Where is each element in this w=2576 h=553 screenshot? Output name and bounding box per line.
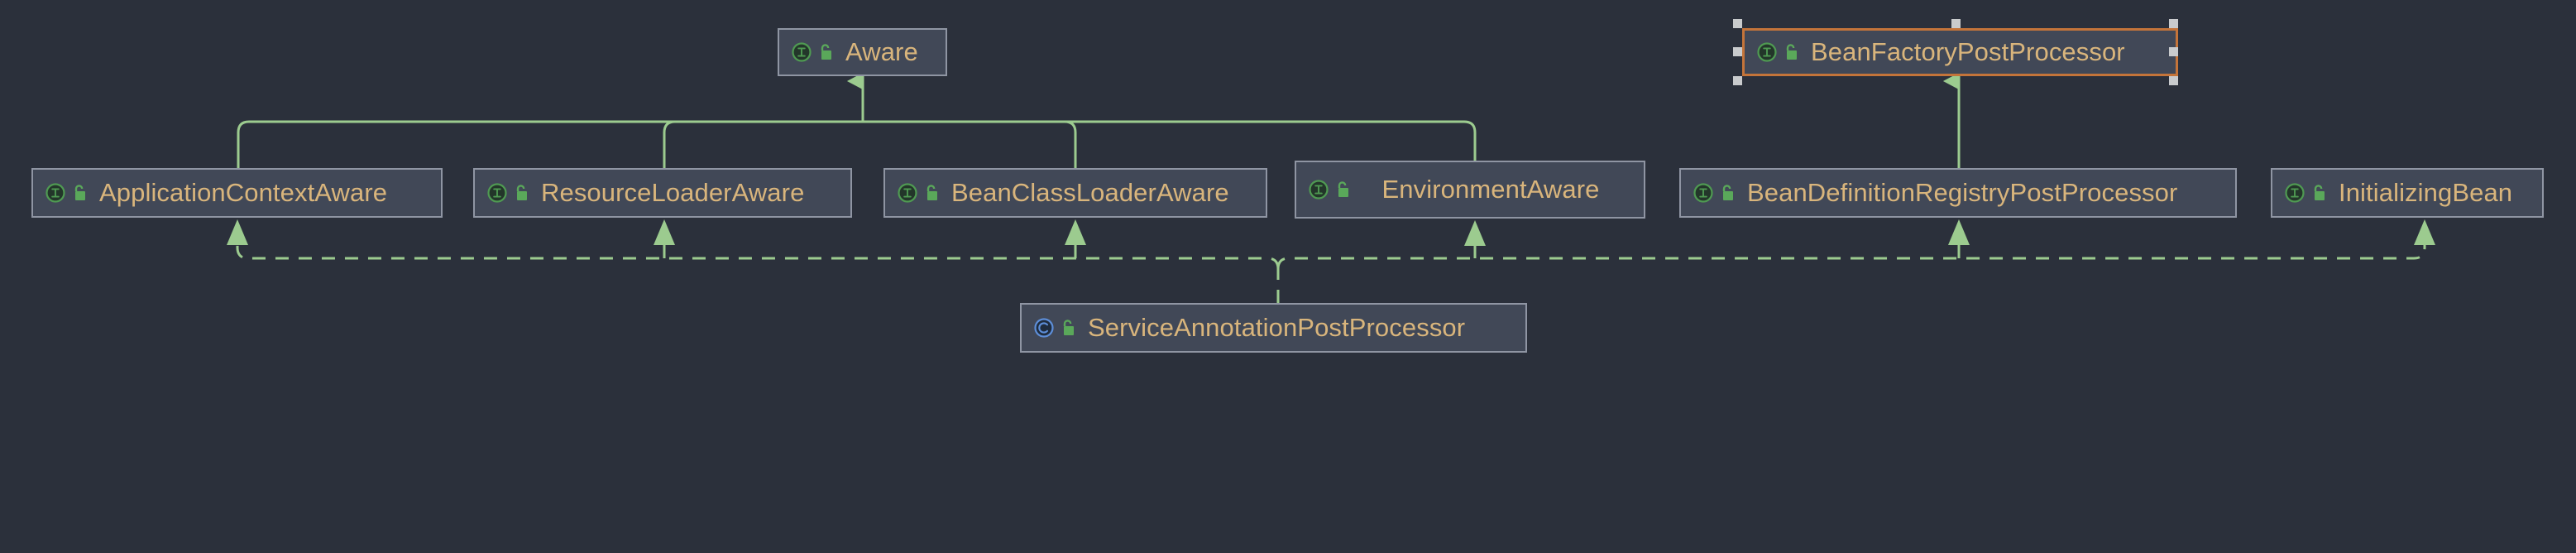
unlocked-padlock-icon [516, 185, 527, 200]
unlocked-padlock-icon [926, 185, 937, 200]
selection-handle[interactable] [2169, 76, 2178, 85]
edge-sapp-bus-right [1276, 230, 2426, 270]
unlocked-padlock-icon [1722, 185, 1733, 200]
node-icon-group [33, 182, 88, 204]
edge-sapp-bus-left [236, 230, 1280, 270]
uml-node-beanDefinitionRegistryPostProcessor[interactable]: BeanDefinitionRegistryPostProcessor [1679, 168, 2237, 218]
node-label: ServiceAnnotationPostProcessor [1088, 313, 1466, 342]
node-icon-group [779, 41, 834, 63]
uml-node-initializingBean[interactable]: InitializingBean [2271, 168, 2544, 218]
uml-node-serviceAnnotationPostProcessor[interactable]: ServiceAnnotationPostProcessor [1020, 303, 1527, 353]
unlocked-padlock-icon [1063, 320, 1074, 335]
edge-group-aware-extends [237, 72, 1477, 168]
unlocked-padlock-icon [1786, 44, 1797, 60]
node-icon-group [1022, 317, 1076, 339]
node-label: ApplicationContextAware [99, 178, 388, 207]
arrowhead-environmentaware [1464, 220, 1486, 246]
node-icon-group [475, 182, 529, 204]
uml-node-beanFactoryPostProcessor[interactable]: BeanFactoryPostProcessor [1742, 28, 2178, 76]
node-icon-group [1681, 182, 1736, 204]
node-label: BeanDefinitionRegistryPostProcessor [1747, 178, 2178, 207]
unlocked-padlock-icon [821, 44, 831, 60]
uml-node-beanClassLoaderAware[interactable]: BeanClassLoaderAware [883, 168, 1267, 218]
node-label: BeanFactoryPostProcessor [1811, 37, 2125, 66]
uml-node-environmentAware[interactable]: EnvironmentAware [1295, 161, 1645, 219]
interface-icon [792, 42, 812, 62]
interface-icon [1757, 42, 1777, 62]
node-label: Aware [845, 37, 918, 66]
node-icon-group [1745, 41, 1799, 63]
arrowhead-applicationcontextaware [227, 219, 248, 245]
arrowhead-beandefinitionregistrypostprocessor [1948, 219, 1970, 245]
uml-node-resourceLoaderAware[interactable]: ResourceLoaderAware [473, 168, 852, 218]
edge-resourceloaderaware-to-aware [663, 120, 863, 168]
edge-beanclassloaderaware-to-aware [863, 120, 1077, 168]
interface-icon [487, 183, 507, 203]
node-label: BeanClassLoaderAware [951, 178, 1229, 207]
uml-node-applicationContextAware[interactable]: ApplicationContextAware [31, 168, 443, 218]
interface-icon [2285, 183, 2305, 203]
unlocked-padlock-icon [2314, 185, 2325, 200]
interface-icon [45, 183, 65, 203]
selection-handle[interactable] [2169, 19, 2178, 28]
unlocked-padlock-icon [74, 185, 85, 200]
unlocked-padlock-icon [1338, 181, 1348, 197]
arrowhead-beanclassloaderaware [1065, 219, 1086, 245]
edge-applicationcontextaware-to-aware [237, 120, 863, 168]
node-icon-group [2272, 182, 2327, 204]
class-icon [1034, 318, 1054, 338]
selection-handle[interactable] [1733, 76, 1742, 85]
edge-group-sapp-implements [236, 230, 2426, 303]
node-label: EnvironmentAware [1381, 175, 1600, 204]
node-icon-group [885, 182, 940, 204]
arrowhead-initializingbean [2414, 219, 2435, 245]
interface-icon [1309, 180, 1329, 200]
node-icon-group [1296, 179, 1351, 200]
node-label: InitializingBean [2339, 178, 2513, 207]
edge-group-sapp-arrowheads [227, 219, 2435, 246]
selection-handle[interactable] [1733, 19, 1742, 28]
selection-handle[interactable] [1733, 47, 1742, 56]
selection-handle[interactable] [2169, 47, 2178, 56]
uml-node-aware[interactable]: Aware [778, 28, 947, 76]
selection-handle[interactable] [1951, 19, 1961, 28]
interface-icon [1693, 183, 1713, 203]
edge-environmentaware-to-aware [863, 120, 1477, 161]
node-label: ResourceLoaderAware [541, 178, 805, 207]
interface-icon [898, 183, 917, 203]
arrowhead-resourceloaderaware [654, 219, 675, 245]
